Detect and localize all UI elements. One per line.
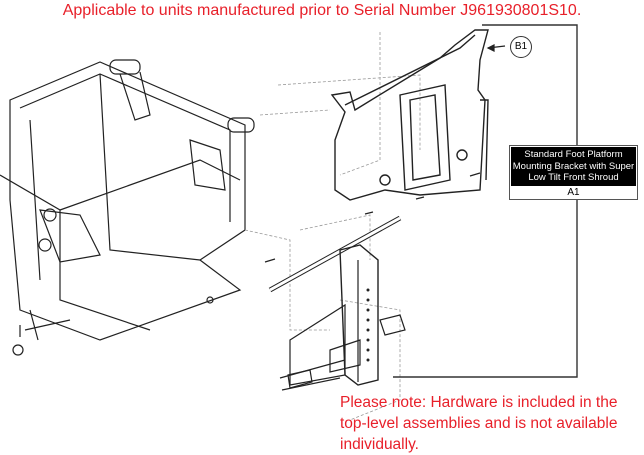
applicability-note: Applicable to units manufactured prior t… [62, 2, 582, 19]
front-shroud-part [330, 29, 489, 201]
mounting-bracket-part [264, 172, 481, 391]
chair-base-frame [0, 59, 255, 356]
hardware-note: Please note: Hardware is included in the… [340, 394, 618, 453]
part-label-id: A1 [567, 186, 580, 198]
bracket-holes [366, 288, 370, 362]
assembly-bracket-line [393, 24, 578, 378]
assembly-guide-lines [244, 32, 421, 421]
part-label-a1: Standard Foot Platform Mounting Bracket … [509, 145, 638, 200]
part-label-description: Standard Foot Platform Mounting Bracket … [511, 147, 636, 186]
callout-b1: B1 [510, 36, 532, 58]
